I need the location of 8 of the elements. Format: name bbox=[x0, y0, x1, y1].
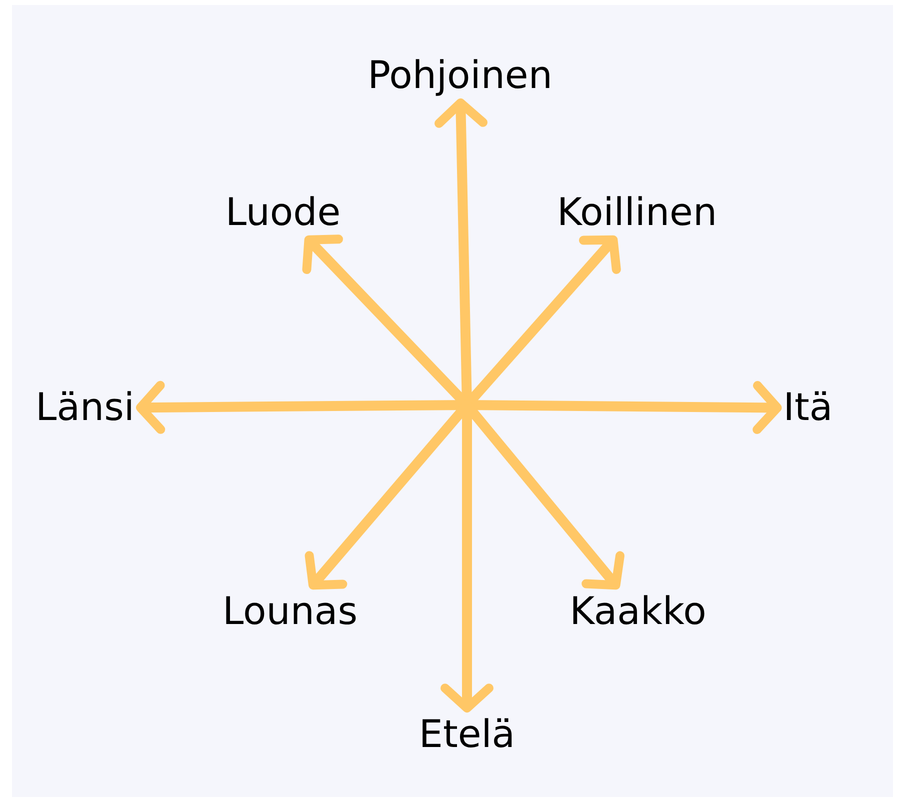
direction-label: Luode bbox=[225, 192, 341, 234]
direction-label: Lounas bbox=[222, 591, 358, 633]
direction-label: Länsi bbox=[36, 387, 134, 429]
direction-label: Kaakko bbox=[570, 591, 706, 633]
direction-label: Pohjoinen bbox=[368, 55, 552, 97]
direction-label: Koillinen bbox=[556, 192, 718, 234]
direction-label: Etelä bbox=[418, 714, 516, 756]
direction-label: Itä bbox=[783, 387, 833, 429]
